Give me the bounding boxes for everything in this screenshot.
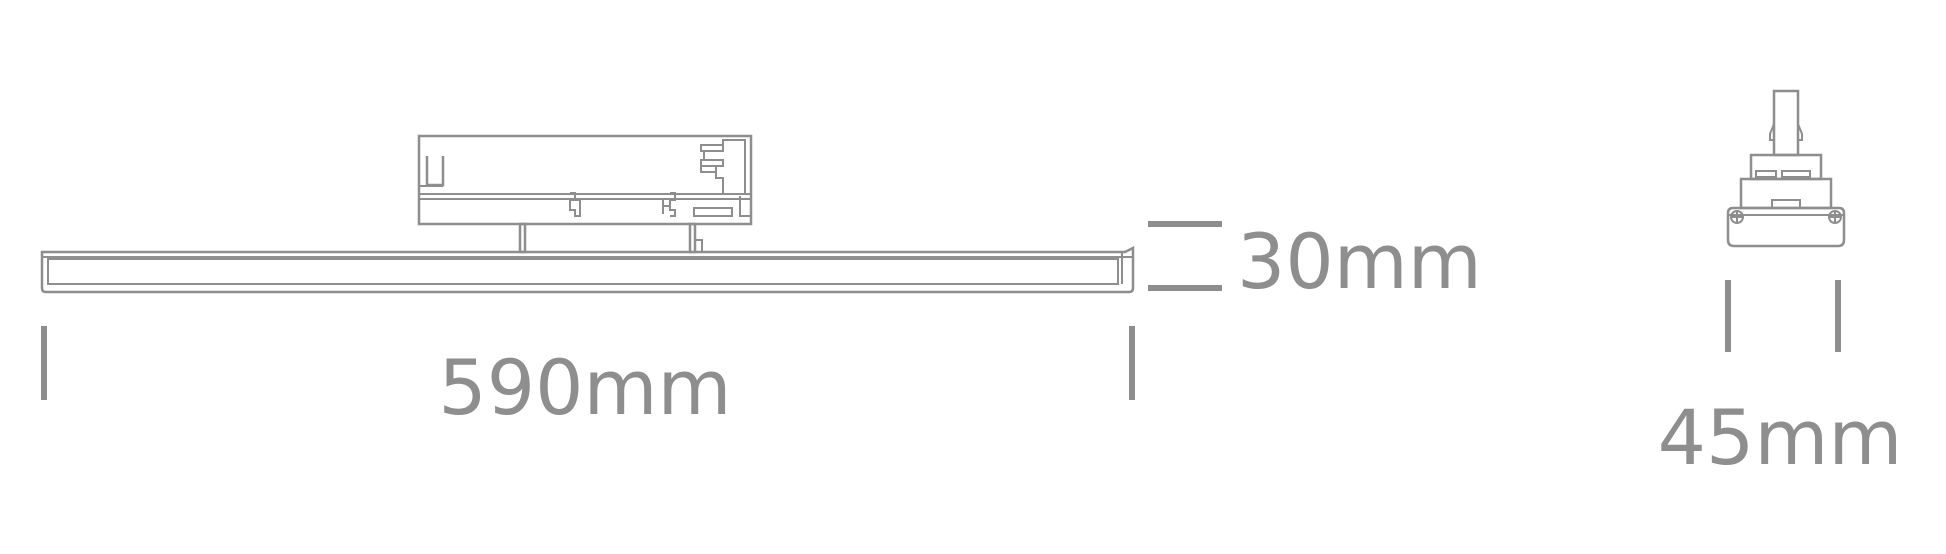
height-label: 30mm — [1237, 217, 1482, 306]
side-view: 590mm — [40, 134, 1135, 432]
connector-posts — [518, 222, 703, 254]
end-view: 45mm — [1658, 89, 1903, 482]
width-label: 45mm — [1658, 393, 1903, 482]
light-bar — [40, 245, 1135, 294]
track-adapter — [417, 134, 753, 226]
height-dimension: 30mm — [1148, 217, 1482, 306]
length-label: 590mm — [438, 343, 731, 432]
